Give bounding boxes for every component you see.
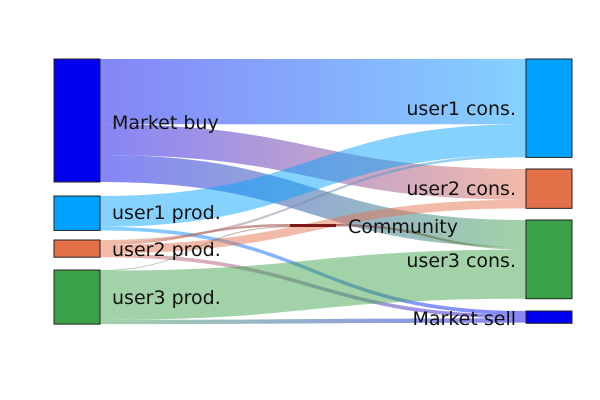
link-com-to-u3c — [336, 224, 526, 250]
node-u3c — [525, 219, 573, 300]
node-com — [290, 224, 336, 227]
node-label-u3c: user3 cons. — [406, 250, 516, 272]
link-u3p-to-u3c — [100, 249, 526, 320]
node-ms — [525, 310, 573, 324]
node-label-ms: Market sell — [413, 308, 517, 330]
node-u1c — [525, 58, 573, 158]
node-u2p — [53, 239, 101, 258]
link-u2p-to-u1c — [100, 154, 526, 243]
link-u3p-to-com — [100, 226, 290, 271]
node-label-com: Community — [348, 216, 458, 238]
node-label-u1p: user1 prod. — [112, 202, 221, 224]
link-u3p-to-ms — [100, 318, 526, 325]
links-layer — [100, 59, 526, 325]
node-label-u2p: user2 prod. — [112, 239, 221, 261]
node-label-u3p: user3 prod. — [112, 287, 221, 309]
node-u2c — [525, 168, 573, 209]
nodes-layer — [53, 58, 573, 325]
node-mb — [53, 58, 101, 183]
labels-layer: Market buy user1 prod. user2 prod. user3 pr… — [112, 98, 516, 330]
node-label-u1c: user1 cons. — [406, 98, 516, 120]
node-u1p — [53, 195, 101, 231]
link-mb-to-u3c — [100, 154, 526, 248]
link-mb-to-u1c — [100, 59, 526, 125]
node-u3p — [53, 269, 101, 325]
link-u1p-to-u1c — [100, 124, 526, 227]
node-label-mb: Market buy — [112, 112, 219, 134]
node-label-u2c: user2 cons. — [406, 178, 516, 200]
